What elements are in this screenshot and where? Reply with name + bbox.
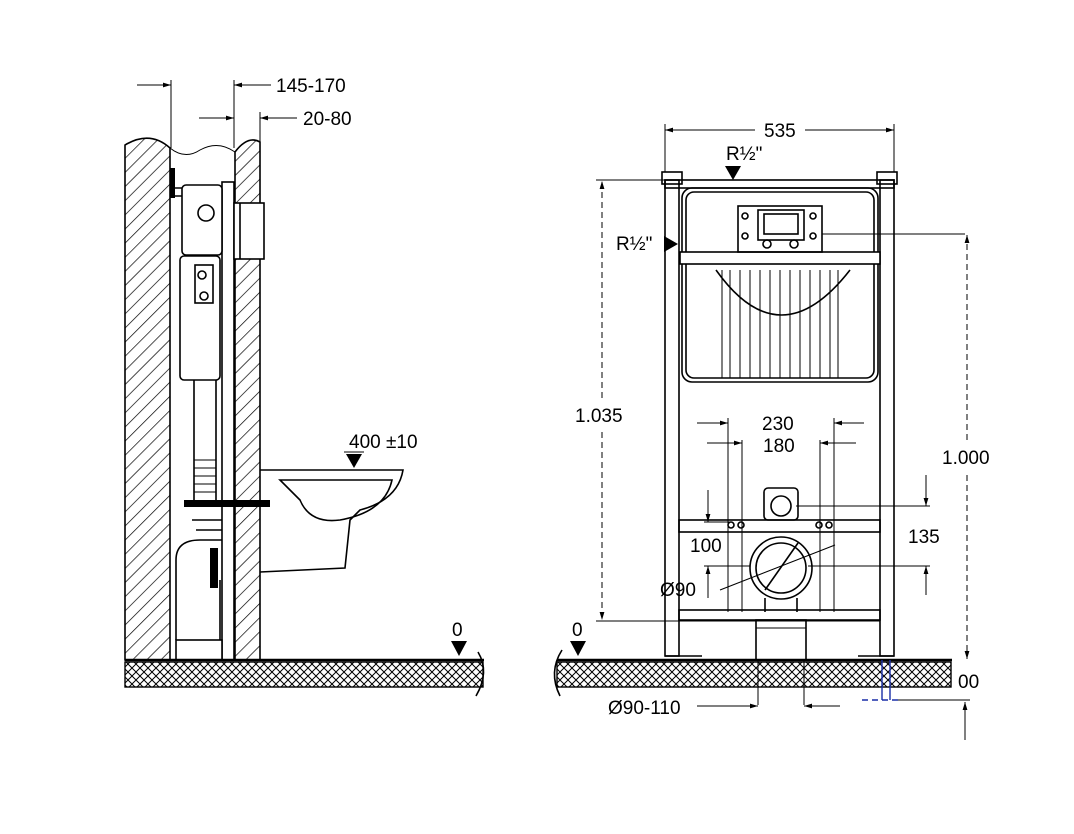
side-floor-level-label: 0 bbox=[452, 620, 463, 641]
dim-bolt-spacing-outer-label: 230 bbox=[762, 414, 794, 435]
front-panel bbox=[234, 139, 261, 661]
dim-bowl-height-label: 400 ±10 bbox=[349, 432, 418, 453]
dim-floor-depth-label: 00 bbox=[958, 672, 979, 693]
connection-side: R½" bbox=[616, 234, 678, 255]
dim-width-label: 535 bbox=[764, 121, 796, 142]
dim-inlet-offset-label: 100 bbox=[690, 536, 722, 557]
front-view: 535 R½" R½" 1.035 1.000 bbox=[553, 121, 990, 740]
dim-bolt-height: 135 bbox=[796, 475, 940, 595]
dim-bolt-spacing-inner-label: 180 bbox=[763, 436, 795, 457]
side-fixing-bolt bbox=[184, 500, 270, 507]
side-drain-bend bbox=[175, 519, 223, 661]
side-floor bbox=[124, 651, 485, 697]
side-view: 145-170 20-80 400 ±10 0 bbox=[124, 76, 485, 697]
side-cistern bbox=[179, 184, 265, 381]
dim-drain-diameter-label: Ø90 bbox=[660, 580, 696, 601]
dim-wall-depth: 145-170 bbox=[137, 76, 346, 148]
front-floor bbox=[553, 649, 952, 701]
dim-outlet-diameter: Ø90-110 bbox=[608, 698, 840, 719]
dim-width: 535 bbox=[664, 121, 895, 172]
frame-post bbox=[221, 181, 235, 661]
dim-outlet-diameter-label: Ø90-110 bbox=[608, 698, 681, 719]
dim-bolt-spacing-outer: 230 bbox=[697, 414, 864, 612]
dim-bolt-spacing-inner: 180 bbox=[707, 436, 856, 612]
connection-side-label: R½" bbox=[616, 234, 652, 255]
dim-height-total-label: 1.035 bbox=[575, 406, 623, 427]
front-floor-level-label: 0 bbox=[572, 620, 583, 641]
dim-frame-offset-label: 20-80 bbox=[303, 109, 352, 130]
dim-height-total: 1.035 bbox=[575, 179, 880, 622]
dim-bolt-height-label: 135 bbox=[908, 527, 940, 548]
dim-floor-depth: 00 bbox=[898, 672, 979, 740]
dim-height-flush-label: 1.000 bbox=[942, 448, 990, 469]
dim-inlet-offset: 100 bbox=[690, 490, 750, 598]
connection-top-label: R½" bbox=[726, 144, 762, 165]
front-floor-marker: 0 bbox=[570, 620, 586, 656]
dim-height-flush: 1.000 bbox=[942, 235, 990, 659]
back-wall bbox=[124, 137, 171, 661]
dim-bowl-height: 400 ±10 bbox=[344, 432, 418, 468]
dim-wall-depth-label: 145-170 bbox=[276, 76, 346, 97]
front-inlet-fitting bbox=[727, 487, 833, 529]
front-drain bbox=[719, 536, 836, 612]
side-toilet-bowl bbox=[259, 469, 404, 573]
side-flush-pipe bbox=[193, 380, 217, 500]
front-cistern bbox=[679, 187, 965, 383]
connection-top: R½" bbox=[725, 144, 762, 180]
dim-frame-offset: 20-80 bbox=[199, 109, 352, 142]
side-floor-marker: 0 bbox=[451, 620, 467, 656]
